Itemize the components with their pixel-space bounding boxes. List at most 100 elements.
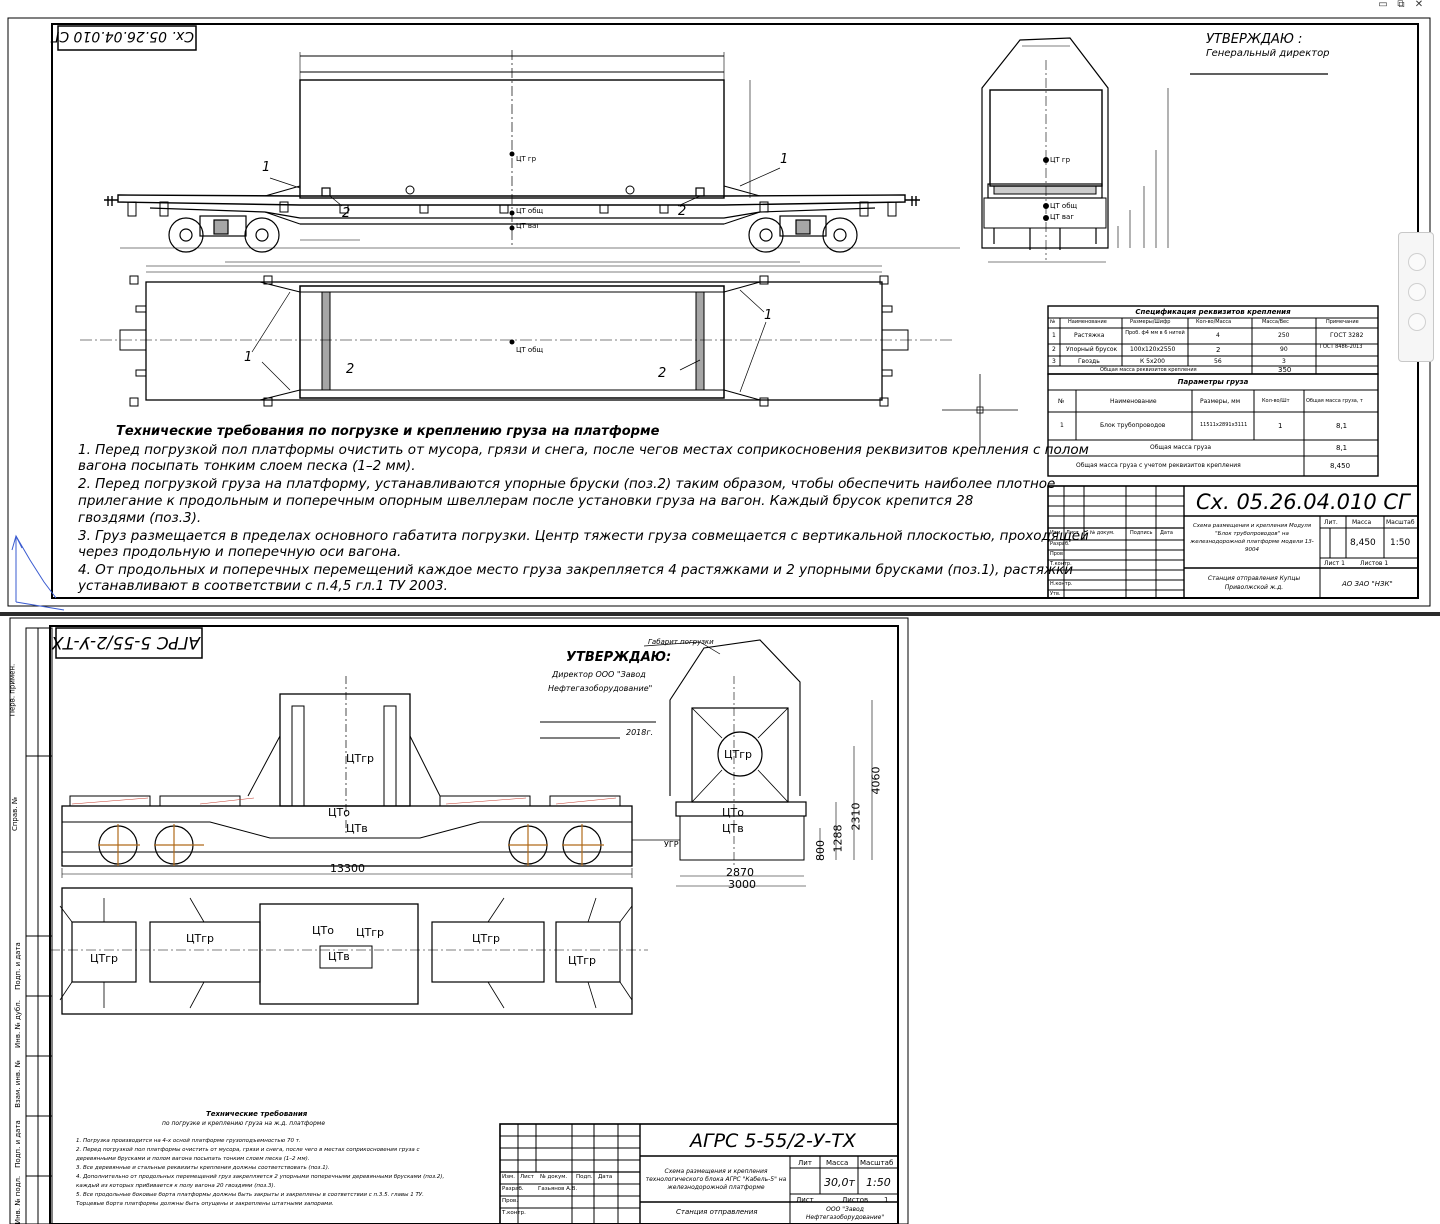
cg-label: ЦТгр xyxy=(186,932,215,945)
navigation-bar[interactable] xyxy=(1398,232,1434,362)
spec-cell: ГОСТ 3282 xyxy=(1330,332,1364,339)
tb-col-head: Лист xyxy=(520,1174,534,1180)
requirement-line: гвоздями (поз.3). xyxy=(78,510,202,526)
sheet2-req-subtitle: по погрузке и креплению груза на ж.д. пл… xyxy=(162,1120,326,1127)
sheet2-approve-year: 2018г. xyxy=(626,728,654,737)
requirement-line: 4. От продольных и поперечных перемещени… xyxy=(78,562,1074,578)
spec-cell: 2 xyxy=(1216,346,1221,354)
tb-sheets-label: Листов xyxy=(842,1196,869,1204)
requirement-line: прилегание к продольным и поперечным опо… xyxy=(78,493,974,509)
tb-col-head: Изм. xyxy=(502,1174,515,1180)
sheet2-approve-title: УТВЕРЖДАЮ: xyxy=(566,650,672,665)
cg-label: ЦТ общ xyxy=(516,346,544,354)
dim-height-total: 4060 xyxy=(869,766,883,795)
dim-w2870: 2870 xyxy=(726,866,754,879)
side-stamp-label: Подп. и дата xyxy=(13,1120,22,1168)
spec-cell: Упорный брусок xyxy=(1066,346,1118,353)
dim-w3000: 3000 xyxy=(728,878,756,891)
requirement-line: 2. Перед погрузкой пол платформы очистит… xyxy=(76,1147,420,1153)
tb-col-head: Лист xyxy=(1066,530,1079,536)
requirement-line: каждый из которых прибивается к полу ваг… xyxy=(76,1183,276,1189)
cargo-total-label: Общая масса груза xyxy=(1150,444,1212,451)
tb-scale-label: Масштаб xyxy=(860,1159,894,1167)
cg-label: ЦТгр xyxy=(346,752,375,765)
cargo-cell: 1 xyxy=(1060,422,1064,429)
cargo-total-with-value: 8,450 xyxy=(1330,462,1351,470)
pos-label: 2 xyxy=(658,366,667,381)
tb-station: Станция отправления Купцы Приволжской ж.… xyxy=(1207,575,1301,591)
cg-label: ЦТо xyxy=(722,806,744,819)
cargo-total-value: 8,1 xyxy=(1336,444,1348,452)
requirement-line: деревянными брусками и полом вагона посы… xyxy=(76,1156,310,1162)
maximize-window-button[interactable]: ⧉ xyxy=(1397,0,1405,10)
canvas-background xyxy=(910,616,1440,1224)
spec-cell: 3 xyxy=(1052,358,1056,365)
pos-label: 1 xyxy=(764,308,773,323)
sheet2-end-view xyxy=(643,639,873,887)
zoom-icon[interactable] xyxy=(1408,253,1426,271)
sheet1-requirements-title: Технические требования по погрузке и кре… xyxy=(116,424,660,439)
side-stamp-label: Подп. и дата xyxy=(13,942,22,990)
tb-col-head: Дата xyxy=(1160,530,1173,536)
requirement-line: 3. Груз размещается в пределах основного… xyxy=(78,528,1089,544)
spec-cell: Проб. ф4 мм в 6 нитей xyxy=(1125,330,1185,336)
sheet2-side-view xyxy=(61,676,680,878)
cg-label: ЦТо xyxy=(312,924,334,937)
cargo-header-cell: Размеры, мм xyxy=(1200,398,1241,405)
drawing-sheet-1: ▭ ⧉ ✕ Сх. 05.26.04.010 СГ УТВЕРЖДАЮ : Ге… xyxy=(7,0,1434,611)
gabarit-label: Габарит погрузки xyxy=(648,638,714,646)
cargo-cell: 8,1 xyxy=(1336,422,1348,430)
tb-scale-value: 1:50 xyxy=(1390,538,1411,548)
spec-header-cell: № xyxy=(1050,319,1056,325)
spec-table-grid xyxy=(1047,305,1419,599)
ucs-icon xyxy=(11,534,65,611)
orbit-icon[interactable] xyxy=(1408,313,1426,331)
tb-lit-label: Лит xyxy=(798,1159,812,1167)
cg-label: ЦТгр xyxy=(356,926,385,939)
tb-row-label: Т.контр. xyxy=(1050,561,1072,567)
cargo-header-cell: Кол-во/Шт xyxy=(1262,398,1290,404)
spec-cell: 250 xyxy=(1278,332,1290,339)
tb-sheets-value: 1 xyxy=(884,1196,889,1204)
tb-row-label: Пров. xyxy=(1050,551,1065,557)
tb-col-head: № докум. xyxy=(1090,530,1115,536)
spec-header-cell: Кол-во/Масса xyxy=(1196,319,1232,325)
cg-label: ЦТгр xyxy=(90,952,119,965)
spec-cell: 56 xyxy=(1214,358,1222,365)
pan-icon[interactable] xyxy=(1408,283,1426,301)
restore-window-button[interactable]: ▭ xyxy=(1378,0,1388,10)
spec-total-value: 350 xyxy=(1278,366,1292,374)
pos-label: 1 xyxy=(262,160,271,175)
spec-header-cell: Наименование xyxy=(1068,319,1107,325)
spec-table-title: Спецификация реквизитов крепления xyxy=(1135,308,1291,316)
cg-label: ЦТгр xyxy=(472,932,501,945)
tb-col-head: № докум. xyxy=(540,1174,568,1180)
tb-row-label: Разраб. xyxy=(1050,541,1070,547)
tb-row-label: Утв. xyxy=(1050,591,1061,597)
tb-sheet: Лист 1 xyxy=(1324,560,1345,567)
requirement-line: 1. Перед погрузкой пол платформы очистит… xyxy=(78,442,1089,458)
side-stamp-label: Взам. инв. № xyxy=(13,1060,22,1108)
tb-row-label: Разраб. xyxy=(502,1186,524,1192)
tb-mass-value: 8,450 xyxy=(1350,538,1376,548)
tb-sheet-label: Лист xyxy=(796,1196,814,1204)
close-window-button[interactable]: ✕ xyxy=(1414,0,1424,10)
sheet2-title-description: Схема размещения и крепления технологиче… xyxy=(645,1168,787,1191)
tb-lit-label: Лит. xyxy=(1324,519,1338,526)
cargo-cell: 11511х2891х3111 xyxy=(1200,422,1248,428)
requirement-line: 1. Погрузка производится на 4-х осной пл… xyxy=(76,1138,301,1144)
cg-label: ЦТв xyxy=(328,950,350,963)
flatcar-side-view xyxy=(104,50,960,263)
side-stamp-label: Инв. № подл. xyxy=(14,1175,23,1224)
tb-col-head: Дата xyxy=(598,1174,613,1180)
dim-length: 13300 xyxy=(330,862,365,875)
sheet2-approve-line2: Нефтегазоборудование" xyxy=(548,684,653,693)
tb-mass-value: 30,0т xyxy=(824,1176,855,1189)
tb-mass-label: Масса xyxy=(1352,519,1372,526)
cg-label: ЦТ гр xyxy=(1050,156,1071,164)
cargo-header-cell: № xyxy=(1058,398,1065,405)
requirement-line: 5. Все продольные боковые борта платформ… xyxy=(76,1192,424,1198)
cg-label: ЦТо xyxy=(328,806,350,819)
pos-label: 2 xyxy=(346,362,355,377)
viewport-separator xyxy=(0,612,1440,616)
